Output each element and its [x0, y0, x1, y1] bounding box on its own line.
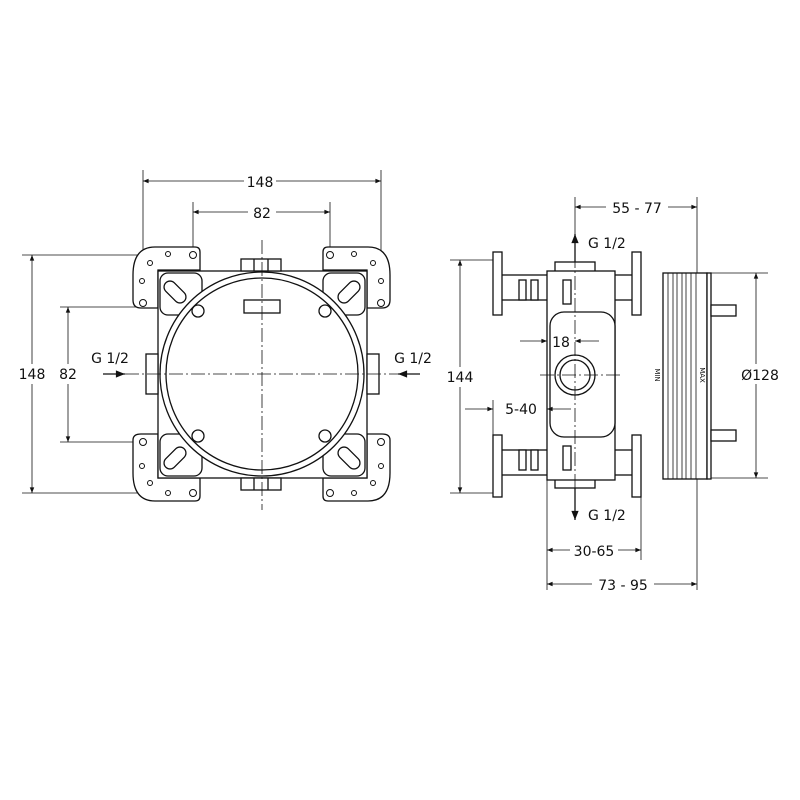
- inlet-label-left: G 1/2: [91, 351, 129, 367]
- ports: [145, 258, 380, 491]
- dim-label: Ø128: [741, 368, 779, 384]
- dimension-30-65: 30-65: [547, 541, 641, 560]
- dim-label: 30-65: [574, 544, 615, 560]
- dimension-82-horizontal: 82: [192, 202, 331, 262]
- front-view: 148 82 148 82: [14, 170, 432, 510]
- side-view: 55 - 77 144 MIN MAX G 1/2 G 1/2 18: [444, 197, 782, 594]
- dim-label: 148: [247, 175, 274, 191]
- dim-label: 5-40: [505, 402, 537, 418]
- dimension-diameter-128: Ø128: [711, 272, 782, 479]
- outlet-label-top: G 1/2: [588, 236, 626, 252]
- sleeve: MIN MAX: [653, 272, 737, 480]
- dim-label: 82: [253, 206, 271, 222]
- dimension-18: 18: [520, 335, 599, 351]
- min-label: MIN: [653, 368, 661, 381]
- max-label: MAX: [698, 367, 706, 383]
- dim-label: 148: [19, 367, 46, 383]
- dimension-55-77: 55 - 77: [574, 197, 698, 590]
- dim-label: 144: [447, 370, 474, 386]
- dimension-82-vertical: 82: [54, 306, 143, 443]
- screw-holes: [191, 304, 332, 443]
- dim-label: 55 - 77: [612, 201, 662, 217]
- mounting-holes: [139, 251, 385, 497]
- dim-label: 82: [59, 367, 77, 383]
- inlet-label-right: G 1/2: [394, 351, 432, 367]
- dimension-5-40: 5-40: [465, 400, 571, 435]
- dim-label: 18: [552, 335, 570, 351]
- outlet-label-bottom: G 1/2: [588, 508, 626, 524]
- mounting-plates: [132, 246, 391, 502]
- dimension-148-vertical: 148: [14, 254, 143, 494]
- dim-label: 73 - 95: [598, 578, 648, 594]
- dimension-144: 144: [444, 259, 500, 494]
- dimension-73-95: 73 - 95: [547, 575, 697, 594]
- dimension-148-horizontal: 148: [142, 170, 382, 255]
